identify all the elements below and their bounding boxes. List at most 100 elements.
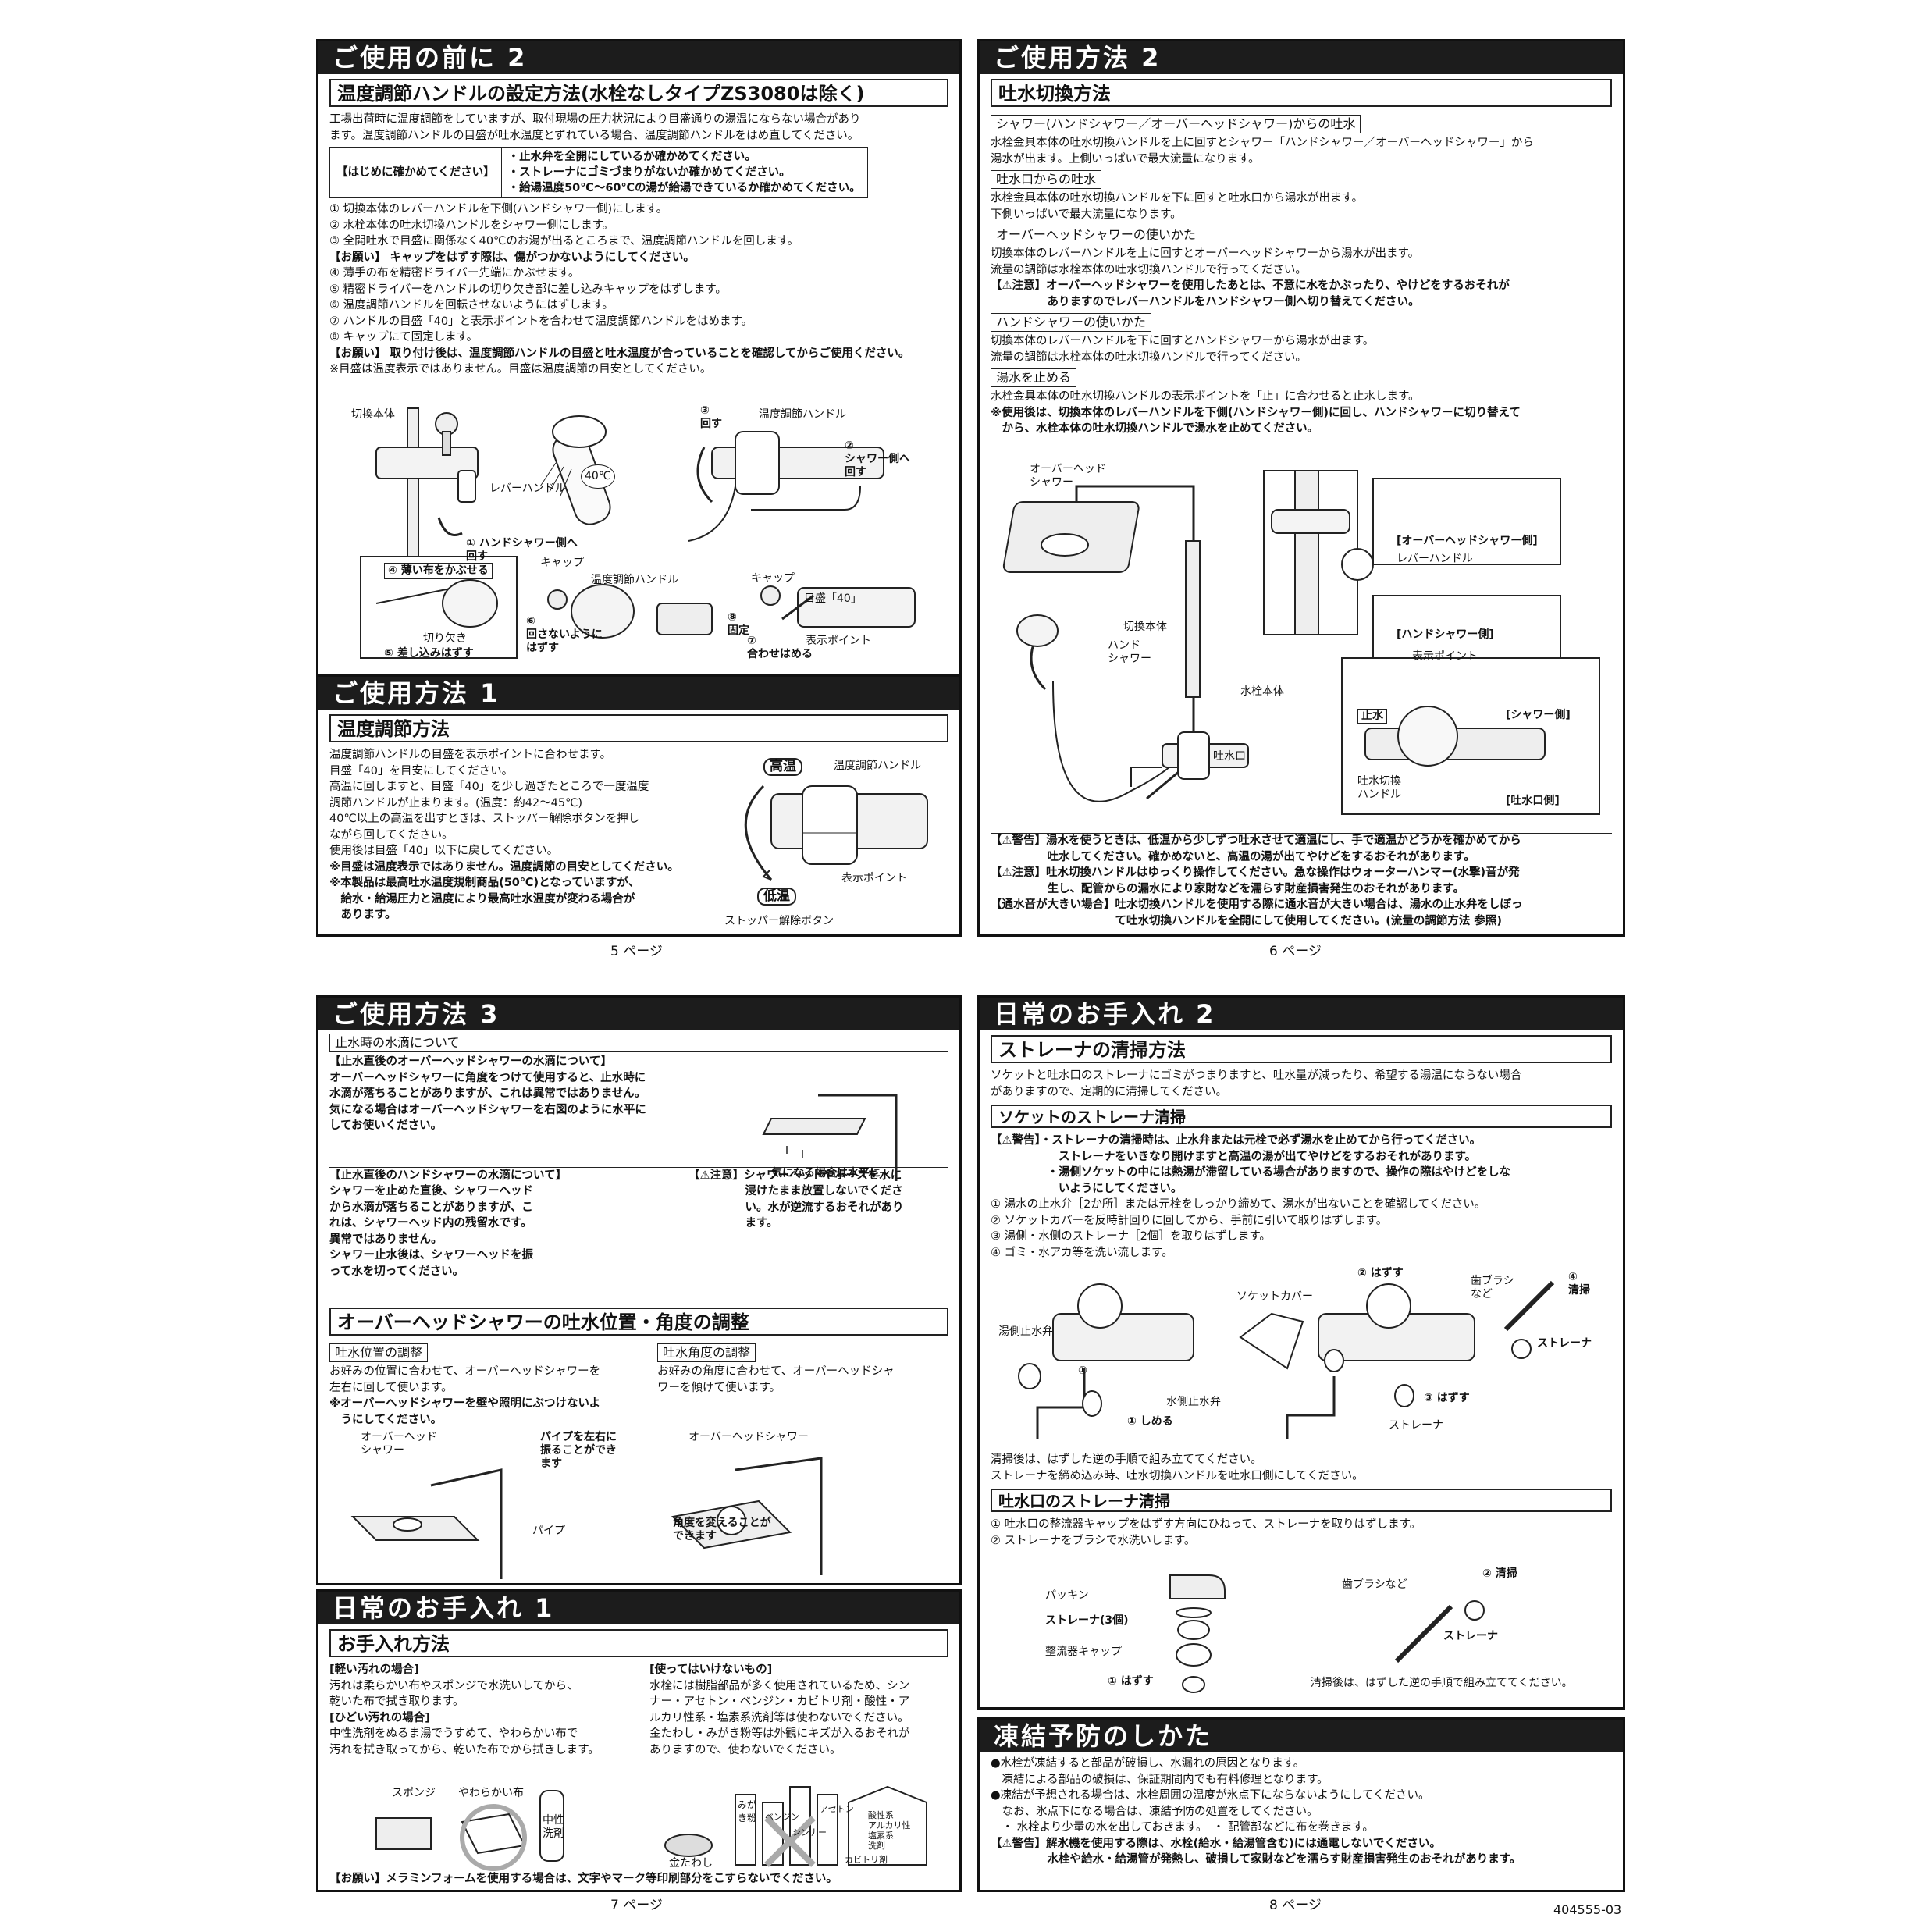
label-strainer2: ストレーナ xyxy=(1389,1419,1443,1432)
steps-text: ① 湯水の止水弁［2か所］または元栓をしっかり締めて、湯水が出ないことを確認して… xyxy=(991,1198,1486,1259)
label-hyoji: 表示ポイント xyxy=(806,635,871,647)
separator xyxy=(991,833,1612,834)
label-neutral: 中性 洗剤 xyxy=(543,1814,564,1840)
label-mem40: 目盛「40」 xyxy=(804,592,862,605)
label-hot: 高温 xyxy=(763,758,802,776)
page-number-7: 7 ページ xyxy=(610,1898,663,1913)
label-suisen: 水栓本体 xyxy=(1240,685,1284,698)
panel-freeze-prevention: 凍結予防のしかた ●水栓が凍結すると部品が破損し、水漏れの原因となります。 凍結… xyxy=(977,1717,1625,1892)
label-cap1: キャップ xyxy=(540,557,584,569)
drip-text-2: 【止水直後のハンドシャワーの水滴について】 シャワーを止めた直後、シャワーヘッド… xyxy=(329,1169,568,1278)
label-hs-side: [ハンドシャワー側] xyxy=(1397,628,1494,641)
note-text: ※オーバーヘッドシャワーを壁や照明にぶつけないよ うにしてください。 xyxy=(329,1397,601,1426)
label-ondo: 温度調節ハンドル xyxy=(834,760,921,772)
panel-title: 凍結予防のしかた xyxy=(980,1720,1623,1752)
warning-text: 【⚠警告】解氷機を使用する際は、水栓(給水・給湯管含む)には通電しないでください… xyxy=(991,1837,1521,1866)
label-kirikae: 切換本体 xyxy=(1123,621,1167,633)
body-text: 水栓金具本体の吐水切換ハンドルの表示ポイントを「止」に合わせると止水します。 xyxy=(991,390,1420,403)
label-tosui-side: [吐水口側] xyxy=(1506,795,1560,807)
label-stopper: ストッパー解除ボタン xyxy=(724,915,834,927)
label-ondo2: 温度調節ハンドル xyxy=(591,574,678,586)
separator xyxy=(329,1166,948,1168)
label-step1: ① ハンドシャワー側へ 回す xyxy=(466,537,578,563)
panel-title: ご使用の前に 2 xyxy=(318,41,959,74)
label-step7: ⑦ 合わせはめる xyxy=(747,635,813,660)
label-mizu: 水側止水弁 xyxy=(1166,1396,1221,1408)
check-label: 【はじめに確かめてください】 xyxy=(329,147,502,198)
label-packing: パッキン xyxy=(1045,1589,1089,1602)
label-lever: レバーハンドル xyxy=(489,482,566,495)
label-angle: 角度を変えることが できます xyxy=(673,1517,771,1542)
label-thinner: シンナー xyxy=(792,1827,827,1838)
label-hyoji: 表示ポイント xyxy=(1412,650,1478,663)
light-text: 汚れは柔らかい布やスポンジで水洗いしてから、 乾いた布で拭き取ります。 xyxy=(329,1679,578,1709)
note-text: ※目盛は温度表示ではありません。目盛は温度調節の目安としてください。 xyxy=(329,363,712,375)
label-cloth: やわらかい布 xyxy=(458,1787,524,1799)
label-kanetawashi: 金たわし xyxy=(669,1857,713,1870)
label-cap2: キャップ xyxy=(751,572,795,585)
panel-title: ご使用方法 1 xyxy=(318,677,959,710)
flat-figure: 気になる場合は水平に xyxy=(756,1072,959,1189)
subheading: 吐水角度の調整 xyxy=(657,1343,756,1362)
check-item: ・ストレーナにゴミづまりがないか確かめてください。 xyxy=(507,166,791,179)
spout-illustration xyxy=(1169,1574,1485,1693)
label-yu: 湯側止水弁 xyxy=(998,1325,1053,1338)
label-cold: 低温 xyxy=(757,888,796,906)
warning-text: 【⚠警告】・ストレーナの清掃時は、止水弁または元栓で必ず湯水を止めてから行ってく… xyxy=(991,1134,1510,1195)
panel-title: 日常のお手入れ 2 xyxy=(980,998,1623,1030)
subsection-heading: ソケットのストレーナ清掃 xyxy=(991,1105,1612,1128)
note-text: ※目盛は温度表示ではありません。温度調節の目安としてください。 xyxy=(329,860,679,873)
label-ohs: オーバーヘッド シャワー xyxy=(361,1431,437,1457)
label-shower-side: [シャワー側] xyxy=(1506,709,1571,721)
subheading: 止水時の水滴について xyxy=(329,1034,948,1052)
label-strainer: ストレーナ xyxy=(1537,1337,1592,1350)
subheading: オーバーヘッドシャワーの使いかた xyxy=(991,226,1201,244)
body-text: ●水栓が凍結すると部品が破損し、水漏れの原因となります。 凍結による部品の破損は… xyxy=(991,1757,1430,1834)
label-n1: ① xyxy=(1078,1364,1087,1377)
panel-daily-care-2: 日常のお手入れ 2 ストレーナの清掃方法 ソケットと吐水口のストレーナにゴミがつ… xyxy=(977,995,1625,1710)
label-step5: ⑤ 差し込みはずす xyxy=(384,647,474,660)
body-text: 水栓金具本体の吐水切換ハンドルを下に回すと吐水口から湯水が出ます。 下側いっぱい… xyxy=(991,192,1364,221)
care-illustration xyxy=(375,1785,927,1871)
label-hazusu3: ③ はずす xyxy=(1424,1392,1470,1404)
label-strainer: ストレーナ xyxy=(1443,1630,1498,1642)
check-table: 【はじめに確かめてください】 ・止水弁を全開にしているか確かめてください。 ・ス… xyxy=(329,147,868,198)
caution-text: 【⚠注意】オーバーヘッドシャワーを使用したあとは、不意に水をかぶったり、やけどを… xyxy=(991,279,1510,308)
check-item: ・止水弁を全開にしているか確かめてください。 xyxy=(507,151,756,163)
label-step3: ③ 回す xyxy=(700,404,722,430)
label-acid: 酸性系 アルカリ性 塩素系 洗剤 xyxy=(868,1810,911,1851)
switching-figure: オーバーヘッド シャワー [オーバーヘッドシャワー側] レバーハンドル [ハンド… xyxy=(991,463,1615,822)
spout-figure: ② 清掃 歯ブラシなど パッキン ストレーナ(3個) ストレーナ 整流器キャップ… xyxy=(991,1567,1615,1704)
intro-text: 工場出荷時に温度調節をしていますが、取付現場の圧力状況により目盛通りの湯温になら… xyxy=(329,113,861,142)
steps-text: ① 切換本体のレバーハンドルを下側(ハンドシャワー側)にします。 ② 水栓本体の… xyxy=(329,203,799,247)
label-brush: 歯ブラシ など xyxy=(1471,1275,1514,1300)
label-ondo: 温度調節ハンドル xyxy=(759,408,846,421)
setting-illustration xyxy=(360,407,916,659)
section-heading: お手入れ方法 xyxy=(329,1629,948,1657)
label-kabitori: カビトリ剤 xyxy=(845,1855,888,1865)
label-kirikae-handle: 吐水切換 ハンドル xyxy=(1357,775,1401,801)
notice-text-2: 【お願い】 取り付け後は、温度調節ハンドルの目盛と吐水温度が合っていることを確認… xyxy=(329,347,910,360)
section-heading: オーバーヘッドシャワーの吐水位置・角度の調整 xyxy=(329,1308,948,1336)
label-cap: 整流器キャップ xyxy=(1045,1646,1122,1658)
after-text: 清掃後は、はずした逆の手順で組み立ててください。 ストレーナを締め込み時、吐水切… xyxy=(991,1453,1364,1482)
section-heading: 温度調節方法 xyxy=(329,714,948,742)
label-hyoji: 表示ポイント xyxy=(841,872,907,884)
subheading: ハンドシャワーの使いかた xyxy=(991,313,1152,332)
adjust-illustration xyxy=(350,1457,823,1579)
drip-text: 【止水直後のオーバーヘッドシャワーの水滴について】 オーバーヘッドシャワーに角度… xyxy=(329,1055,646,1132)
panel-how-to-use-1: ご使用方法 1 温度調節方法 温度調節ハンドルの目盛を表示ポイントに合わせます。… xyxy=(316,674,962,937)
label-lever: レバーハンドル xyxy=(1397,553,1473,565)
socket-figure: ② はずす ソケットカバー 歯ブラシ など ④ 清掃 湯側止水弁 ストレーナ ①… xyxy=(991,1267,1615,1450)
label-hand: ハンド シャワー xyxy=(1108,639,1151,665)
body-text: 切換本体のレバーハンドルを上に回すとオーバーヘッドシャワーから湯水が出ます。 流… xyxy=(991,247,1420,276)
check-item: ・給湯温度50℃〜60℃の湯が給湯できているか確かめてください。 xyxy=(507,182,861,194)
label-kirikaki: 切り欠き xyxy=(423,632,467,645)
page-number-8: 8 ページ xyxy=(1269,1898,1322,1913)
note-text-2: ※本製品は最高吐水温度規制商品(50℃)となっていますが、 給水・給湯圧力と温度… xyxy=(329,877,640,921)
steps-text-2: ① 吐水口の整流器キャップをはずす方向にひねって、ストレーナを取りはずします。 … xyxy=(991,1518,1421,1547)
notice-text: 【お願い】メラミンフォームを使用する場合は、文字やマーク等印刷部分をこすらないで… xyxy=(329,1873,838,1885)
label-aceton: アセトン xyxy=(820,1804,854,1814)
section-heading: 温度調節ハンドルの設定方法(水栓なしタイプZS3080は除く) xyxy=(329,79,948,107)
label-hazusu: ① はずす xyxy=(1108,1675,1154,1688)
